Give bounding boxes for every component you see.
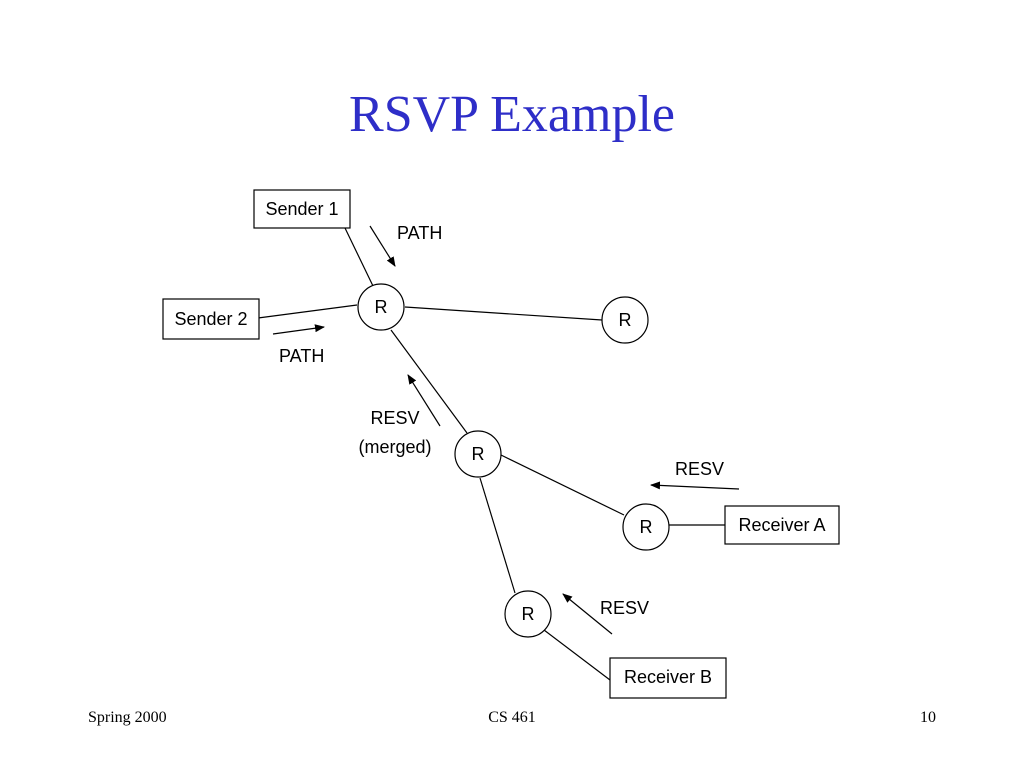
link-router1-router2 [404, 306, 603, 321]
sender-1-box: Sender 1 [253, 189, 351, 229]
resv-b-label: RESV [600, 598, 649, 618]
svg-text:R: R [640, 517, 653, 537]
svg-text:R: R [619, 310, 632, 330]
path-label-1: PATH [397, 223, 442, 243]
sender-1-label: Sender 1 [265, 199, 338, 219]
path-arrow-1 [369, 225, 396, 267]
resv-merged-arrow [407, 374, 441, 427]
receiver-a-box: Receiver A [724, 505, 840, 545]
receiver-b-box: Receiver B [609, 657, 727, 699]
svg-text:R: R [522, 604, 535, 624]
router-1: R [357, 283, 405, 331]
resv-b-arrow [562, 593, 613, 635]
router-3: R [454, 430, 502, 478]
sender-2-box: Sender 2 [162, 298, 260, 340]
svg-text:R: R [472, 444, 485, 464]
receiver-a-label: Receiver A [738, 515, 825, 535]
footer-page-number: 10 [920, 709, 936, 726]
link-router1-router3 [390, 329, 468, 434]
resv-merged-label-line2: (merged) [358, 437, 431, 457]
resv-merged-label-line1: RESV [370, 408, 419, 428]
path-label-2: PATH [279, 346, 324, 366]
link-router3-routerB [479, 477, 516, 594]
link-sender2-router1 [257, 304, 358, 319]
link-sender1-router1 [344, 227, 374, 287]
footer-date: Spring 2000 [88, 709, 167, 726]
sender-2-label: Sender 2 [174, 309, 247, 329]
router-a: R [622, 503, 670, 551]
footer-course: CS 461 [488, 709, 536, 726]
slide-title: RSVP Example [349, 86, 675, 143]
svg-text:R: R [375, 297, 388, 317]
resv-a-arrow [650, 481, 740, 490]
resv-a-label: RESV [675, 459, 724, 479]
receiver-b-label: Receiver B [624, 667, 712, 687]
path-arrow-2 [272, 324, 325, 335]
link-routerB-receiverB [543, 629, 611, 681]
router-2: R [601, 296, 649, 344]
link-router3-routerA [500, 454, 625, 516]
router-b: R [504, 590, 552, 638]
